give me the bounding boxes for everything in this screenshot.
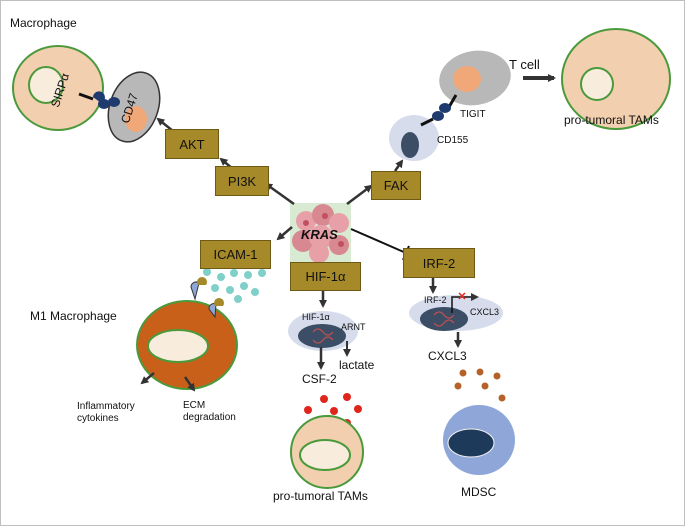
pro-tumoral-tams-bottom-label: pro-tumoral TAMs	[273, 489, 368, 503]
fak-box: FAK	[371, 171, 421, 200]
arrow-fak-to-cd155	[393, 159, 404, 172]
irf2-small-label: IRF-2	[424, 295, 447, 305]
pro-tumoral-tam-top-cell	[561, 28, 671, 130]
cxcl3-small-label: CXCL3	[470, 307, 500, 317]
arnt-label: ARNT	[341, 322, 366, 332]
icam1-box: ICAM-1	[200, 240, 271, 269]
cxcl3-brown-dots	[454, 368, 506, 402]
arrow-m1-to-ecm	[183, 376, 196, 392]
hif1a-box: HIF-1α	[290, 262, 361, 291]
pro-tumoral-tam-bottom-cell	[290, 415, 364, 489]
arrow-kras-to-pi3k	[264, 182, 295, 206]
mdsc-label: MDSC	[461, 485, 497, 499]
kras-tumor-cluster	[290, 203, 351, 265]
tigit-label: TIGIT	[460, 109, 486, 120]
csf2-label: CSF-2	[302, 372, 337, 386]
hif1a-dna-complex	[288, 311, 358, 351]
sirpa-receptor	[78, 91, 110, 109]
m1-macrophage-cell	[136, 276, 238, 390]
t-cell-label: T cell	[509, 57, 540, 72]
cd155-cell	[389, 115, 439, 161]
irf2-box: IRF-2	[403, 248, 475, 278]
arrow-kras-to-fak	[346, 184, 373, 205]
arrow-m1-to-cytokines	[140, 372, 155, 385]
cd155-label: CD155	[437, 135, 469, 146]
macrophage-label: Macrophage	[10, 16, 77, 30]
t-cell	[439, 50, 511, 106]
kras-label: KRAS	[301, 227, 338, 242]
irf2-dna-complex	[409, 292, 503, 331]
inhibit-kras-to-irf2	[350, 228, 407, 254]
ecm-degradation-label: ECM degradation	[183, 400, 236, 423]
pi3k-box: PI3K	[215, 166, 269, 196]
cxcl3-label: CXCL3	[428, 349, 467, 363]
macrophage-cell	[12, 45, 104, 131]
mdsc-cell	[443, 405, 515, 475]
inflammatory-cytokines-label: Inflammatory cytokines	[77, 401, 135, 424]
arrow-kras-to-icam1	[276, 226, 293, 241]
pro-tumoral-tams-top-label: pro-tumoral TAMs	[564, 113, 659, 127]
icam1-soluble-dots	[203, 268, 266, 303]
tigit-receptor	[432, 94, 458, 121]
lactate-label: lactate	[339, 358, 375, 372]
hif1a-small-label: HIF-1α	[302, 312, 330, 322]
m1-macrophage-label: M1 Macrophage	[30, 309, 117, 323]
cd47-tumor-cell	[107, 71, 161, 143]
akt-box: AKT	[165, 129, 219, 159]
